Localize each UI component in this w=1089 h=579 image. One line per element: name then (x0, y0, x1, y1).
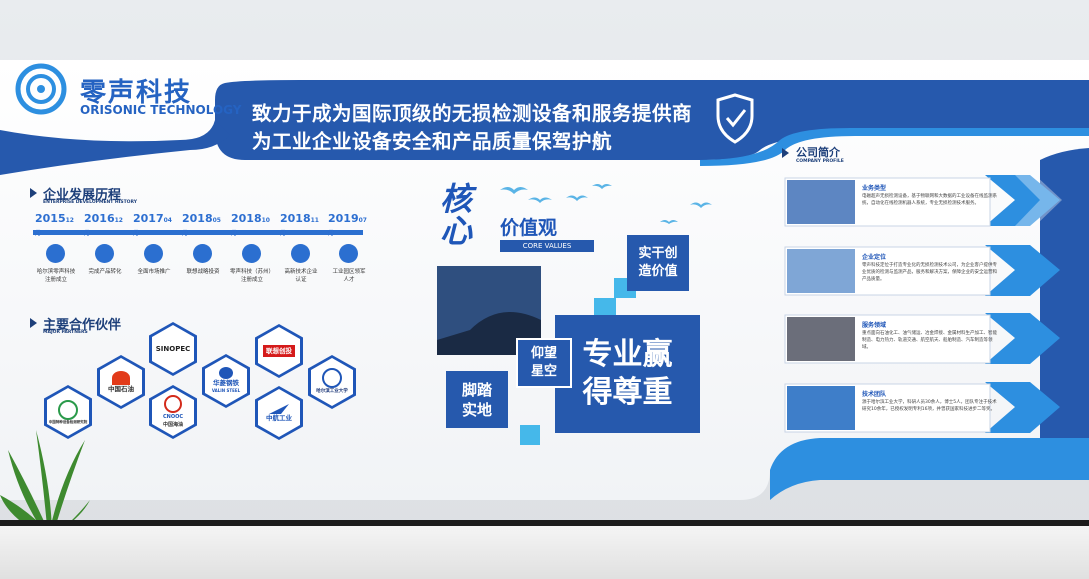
shield-icon (716, 93, 754, 144)
milestone-label: 哈尔滨零声科技 注册成立 (36, 269, 76, 283)
investment-icon (193, 244, 212, 263)
milestone-year: 201811月 (280, 212, 319, 237)
hit-logo-icon (322, 368, 342, 388)
milestone-label: 零声科技（苏州） 注册成立 (229, 269, 274, 283)
wave-left (0, 120, 230, 175)
promotion-icon (144, 244, 163, 263)
partner-lenovo-capital: 联想创投 (255, 324, 303, 378)
milestone-year: 201612月 (84, 212, 123, 237)
value-aspire: 仰望 星空 (516, 338, 572, 388)
partner-label: 哈尔滨工业大学 (316, 389, 348, 394)
partner-sinopec: SINOPEC (149, 322, 197, 376)
partner-label: 中国石油 (108, 385, 134, 393)
partner-petrochina: 中国石油 (97, 355, 145, 409)
triangle-bullet-icon (30, 318, 37, 328)
milestone-year: 201512月 (35, 212, 74, 237)
transform-icon (95, 244, 114, 263)
partner-label: 华菱钢铁 (213, 379, 239, 387)
avic-logo-icon (269, 404, 289, 414)
partner-label: 联想创投 (263, 345, 295, 357)
milestone-label: 工业园区领军 人才 (332, 269, 366, 283)
company-title: 公司简介 (796, 146, 840, 159)
wave-bottom (770, 438, 1089, 500)
strip-right (1040, 148, 1089, 480)
petrochina-logo-icon (112, 371, 130, 385)
card-title: 技术团队 (862, 391, 887, 398)
card-title: 企业定位 (862, 254, 887, 261)
milestone-year: 201810月 (231, 212, 270, 237)
card-title: 服务领域 (862, 322, 887, 329)
partners-title: 主要合作伙伴 (43, 318, 122, 333)
card-desc: 源于哈尔滨工业大学，科研人员30余人，博士5人，团队专注于技术研究10余年，已授… (862, 400, 997, 412)
card-desc: 零声科技定位于打造专业化的无损检测技术公司，为企业客户提供专业优质的检测与监测产… (862, 263, 997, 282)
slogan-line-2: 为工业企业设备安全和产品质量保驾护航 (252, 130, 613, 153)
milestone-label: 高新技术企业 认证 (284, 269, 318, 283)
logo-icon (15, 63, 67, 115)
partner-sublabel: VALIN STEEL (211, 388, 241, 393)
partner-cnooc: CNOOC 中国海油 (149, 385, 197, 439)
certificate-icon (291, 244, 310, 263)
valin-logo-icon (219, 367, 233, 379)
partner-label: SINOPEC (155, 345, 191, 353)
history-title: 企业发展历程 (43, 188, 122, 203)
csei-logo-icon (58, 399, 78, 420)
document-icon (46, 244, 65, 263)
card-desc: 电磁超声无损检测设备，基于物联网和大数据的工业设备在线监测系统，自动化在线检测机… (862, 194, 997, 206)
value-grounded: 脚踏 实地 (446, 371, 508, 428)
card-desc: 重点面向石油化工、油气储运、冶金焊接、金属材料生产加工、智能制造、电力热力、轨道… (862, 331, 997, 350)
values-title-vertical: 核心 (440, 180, 473, 250)
brand-name-en: ORISONIC TECHNOLOGY (80, 103, 242, 117)
values-title-en: CORE VALUES (500, 240, 594, 252)
register-icon (242, 244, 261, 263)
partner-label: 中航工业 (266, 414, 292, 422)
baseboard (0, 520, 1089, 526)
banner-blue (215, 80, 1089, 160)
partners-title-en: MAJOR PARTNERS (43, 330, 88, 335)
partner-hit: 哈尔滨工业大学 (308, 355, 356, 409)
talent-icon (339, 244, 358, 263)
milestone-year: 201907月 (328, 212, 367, 237)
partner-label: CNOOC (162, 414, 184, 420)
history-title-en: ENTERPRISE DEVELOPMENT HISTORY (43, 200, 137, 205)
banner-accent (700, 128, 1089, 166)
partner-sublabel: 中国海油 (162, 422, 183, 428)
chevrons (985, 175, 1062, 433)
value-practical: 实干创 造价值 (627, 235, 689, 291)
partner-csei: 中国特种设备检测研究院 (44, 385, 92, 439)
birds-decoration (500, 184, 712, 224)
cnooc-logo-icon (164, 395, 182, 413)
milestone-year: 201805月 (182, 212, 221, 237)
milestone-year: 201704月 (133, 212, 172, 237)
partner-label: 中国特种设备检测研究院 (48, 419, 88, 424)
milestone-label: 联想战略投资 (186, 269, 220, 275)
brand-name: 零声科技 (80, 78, 193, 108)
slogan-line-1: 致力于成为国际顶级的无损检测设备和服务提供商 (252, 102, 693, 125)
milestone-label: 全面市场推广 (137, 269, 171, 275)
value-professional: 专业赢 得尊重 (555, 315, 700, 433)
company-title-en: COMPANY PROFILE (796, 159, 844, 164)
values-title: 价值观 (500, 217, 558, 239)
triangle-bullet-icon (782, 148, 789, 158)
partner-avic: 中航工业 (255, 386, 303, 440)
card-title: 业务类型 (862, 185, 887, 192)
triangle-bullet-icon (30, 188, 37, 198)
floor (0, 522, 1089, 579)
milestone-label: 完成产品转化 (88, 269, 122, 275)
